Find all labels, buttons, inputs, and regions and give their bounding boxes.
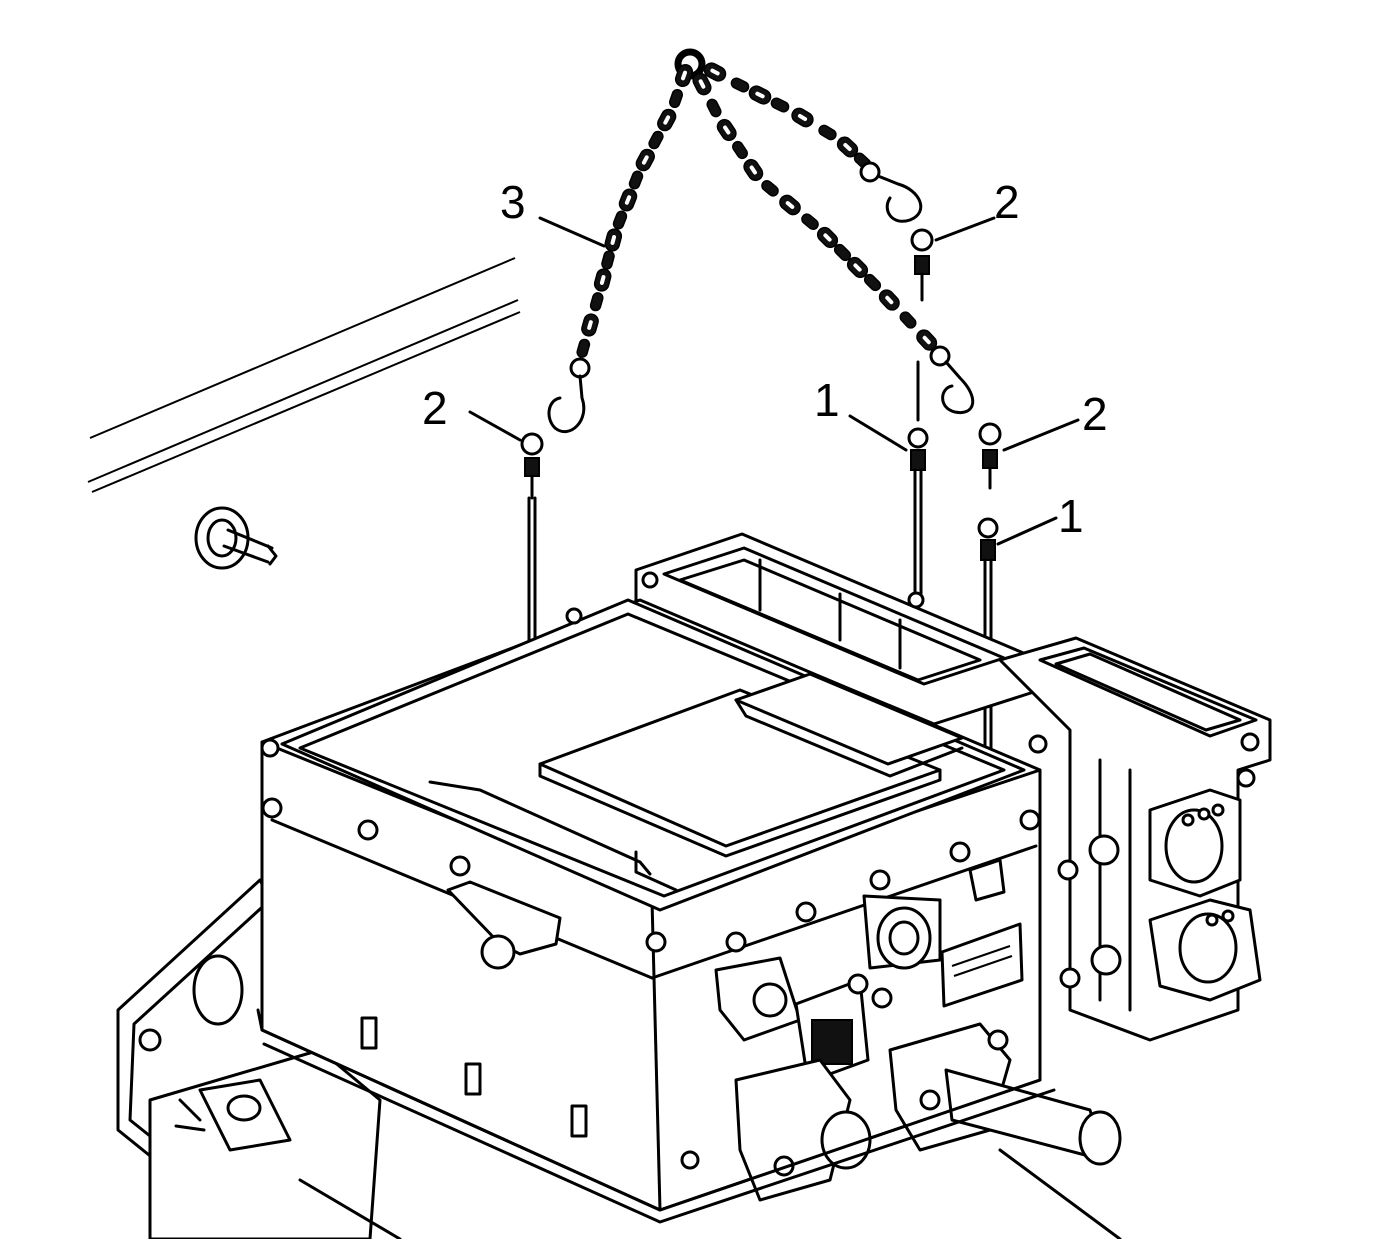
callout-2-right: 2: [1082, 388, 1108, 440]
chain-link: [601, 250, 615, 270]
chain-link: [801, 213, 819, 231]
chain-link: [706, 98, 722, 118]
chain-link: [618, 188, 638, 212]
chain-link: [748, 85, 772, 105]
chain-link: [657, 108, 677, 132]
chain-link: [674, 63, 694, 88]
chain-link: [648, 130, 664, 150]
callout-1-center: 1: [814, 374, 840, 426]
chain-link: [791, 107, 814, 128]
chain-link: [779, 194, 801, 216]
chain-link: [899, 311, 917, 329]
chain-link: [743, 158, 764, 182]
chain-link: [576, 338, 591, 358]
chain-link: [581, 313, 599, 337]
chain-link: [816, 226, 839, 249]
chain-link: [703, 62, 727, 82]
eye-bolt-top-right: [910, 228, 934, 302]
guide-pin-center: [907, 360, 929, 600]
chain-link: [635, 148, 655, 172]
callout-1-right: 1: [1058, 490, 1084, 542]
cover-bolts: [260, 571, 1048, 953]
hook-left: [547, 357, 591, 434]
chain-link: [593, 268, 612, 292]
leader-lines: [468, 216, 1080, 546]
callout-3: 3: [500, 176, 526, 228]
hook-top-right: [859, 161, 923, 223]
chain-link: [916, 329, 938, 351]
power-module: [256, 532, 1272, 1239]
hook-right: [929, 345, 975, 415]
chain-link: [604, 228, 623, 252]
chain-link: [589, 292, 604, 312]
callout-2-left: 2: [422, 382, 448, 434]
chain-link: [761, 179, 779, 197]
chain-link: [878, 289, 900, 311]
callout-2-top-right: 2: [994, 176, 1020, 228]
chain-link: [730, 77, 750, 93]
eye-bolt-right: [978, 422, 1002, 490]
chain-link: [833, 243, 852, 262]
chain-link: [668, 88, 684, 109]
background-lines: [87, 257, 521, 493]
chain-link: [818, 124, 837, 141]
callouts: 3 2 2 1 2 1: [422, 176, 1108, 542]
chain-link: [612, 210, 628, 230]
chain-link: [716, 118, 737, 142]
chain-link: [692, 72, 712, 96]
loose-bolt: [194, 506, 278, 570]
chain-link: [628, 170, 644, 190]
chain-link: [846, 256, 869, 279]
lifting-chain: [576, 48, 938, 358]
chain-link: [732, 140, 748, 160]
chain-link: [770, 97, 790, 113]
